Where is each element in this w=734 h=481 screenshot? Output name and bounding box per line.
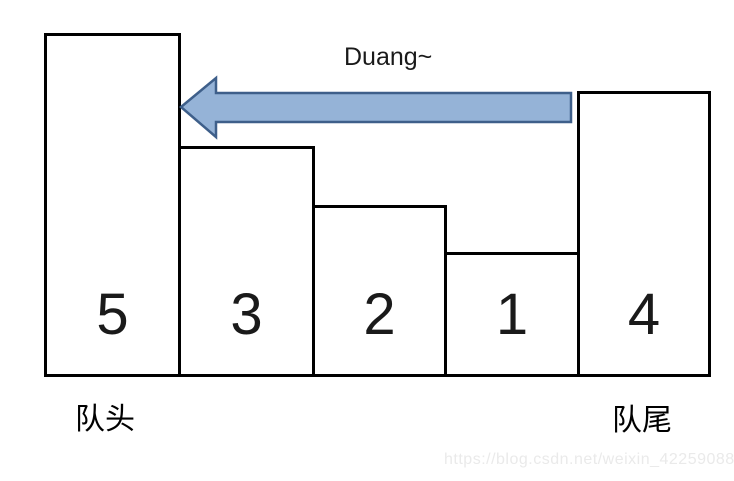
arrow-caption: Duang~ — [344, 43, 433, 71]
queue-value: 5 — [96, 282, 129, 347]
queue-value: 2 — [363, 282, 396, 347]
queue-value: 3 — [230, 282, 263, 347]
queue-tail-label: 队尾 — [612, 403, 672, 438]
queue-bar-4: 4 — [577, 91, 711, 377]
queue-bar-2: 2 — [312, 205, 447, 377]
queue-bar-5: 5 — [44, 33, 181, 377]
queue-value: 1 — [495, 282, 529, 347]
queue-bar-3: 3 — [178, 146, 315, 377]
queue-head-label: 队头 — [75, 402, 135, 437]
queue-value: 4 — [627, 282, 661, 347]
watermark-url: https://blog.csdn.net/weixin_42259088 — [444, 451, 734, 468]
queue-bar-1: 1 — [444, 252, 580, 377]
